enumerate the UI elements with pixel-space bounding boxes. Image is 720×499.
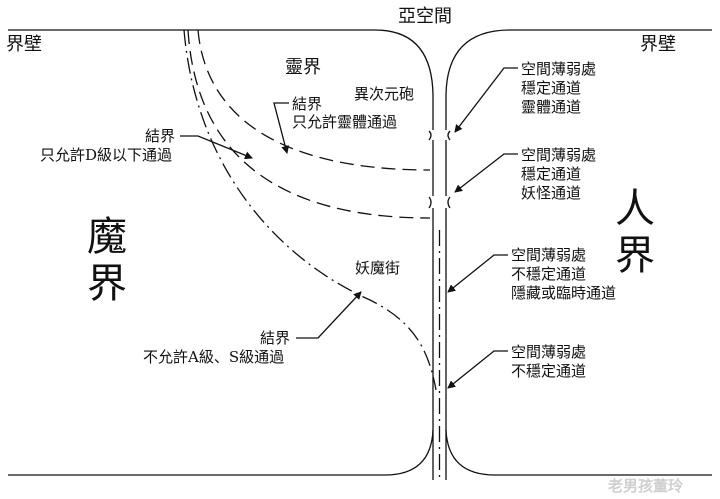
wall-left-label: 界壁 xyxy=(6,34,42,55)
barrier-curve-spirit xyxy=(197,29,431,171)
channel-gap-2-marks xyxy=(428,196,451,209)
dimension-cannon-label: 異次元砲 xyxy=(354,85,414,103)
bottom-wall-line xyxy=(8,429,434,476)
channel-gap-1 xyxy=(430,130,449,140)
note1-line1: 空間薄弱處 xyxy=(521,60,596,78)
barrier-d-line2: 只允許D級以下通過 xyxy=(40,146,172,164)
top-right-wall-line xyxy=(445,29,712,480)
top-center-label: 亞空間 xyxy=(398,6,452,27)
note1-line3: 靈體通道 xyxy=(521,98,581,116)
note2-line2: 穩定通道 xyxy=(521,165,581,183)
spirit-realm-label: 靈界 xyxy=(285,57,321,78)
barrier-as-line1: 結界 xyxy=(260,329,290,347)
note3-line3: 隱藏或臨時通道 xyxy=(511,284,616,302)
barrier-spirit-line2: 只允許靈體通過 xyxy=(292,113,397,131)
note1-leader xyxy=(454,67,518,133)
human-realm-char1: 人 xyxy=(615,186,655,232)
channel-gap-1-marks xyxy=(428,130,451,141)
note1-line2: 穩定通道 xyxy=(521,79,581,97)
note4-line1: 空間薄弱處 xyxy=(511,343,586,361)
note3-line1: 空間薄弱處 xyxy=(511,246,586,264)
note2-leader xyxy=(454,153,518,193)
note4-line2: 不穩定通道 xyxy=(511,362,586,380)
note2-line1: 空間薄弱處 xyxy=(521,146,596,164)
channel-gap-2 xyxy=(430,196,449,208)
barrier-spirit-line1: 結界 xyxy=(292,95,322,113)
note2-line3: 妖怪通道 xyxy=(521,184,581,202)
demon-street-label: 妖魔街 xyxy=(355,259,400,277)
barrier-spirit-leader xyxy=(273,102,290,154)
barrier-curve-as xyxy=(183,29,437,391)
barrier-curve-d xyxy=(187,29,431,219)
wall-right-label: 界壁 xyxy=(640,34,676,55)
demon-realm-char2: 界 xyxy=(87,261,127,307)
bottom-right-wall-line xyxy=(445,429,712,476)
barrier-d-leader xyxy=(180,135,253,160)
barrier-as-line2: 不允許A級、S級通過 xyxy=(143,348,284,366)
watermark: 老男孩董玲 xyxy=(607,477,684,495)
top-wall-line xyxy=(8,29,434,480)
barrier-d-line1: 結界 xyxy=(145,127,175,145)
human-realm-char2: 界 xyxy=(615,233,655,279)
note3-line2: 不穩定通道 xyxy=(511,265,586,283)
note3-leader xyxy=(447,254,508,293)
note4-leader xyxy=(447,350,508,389)
demon-realm-char1: 魔 xyxy=(87,214,127,260)
barrier-as-leader xyxy=(296,291,362,339)
